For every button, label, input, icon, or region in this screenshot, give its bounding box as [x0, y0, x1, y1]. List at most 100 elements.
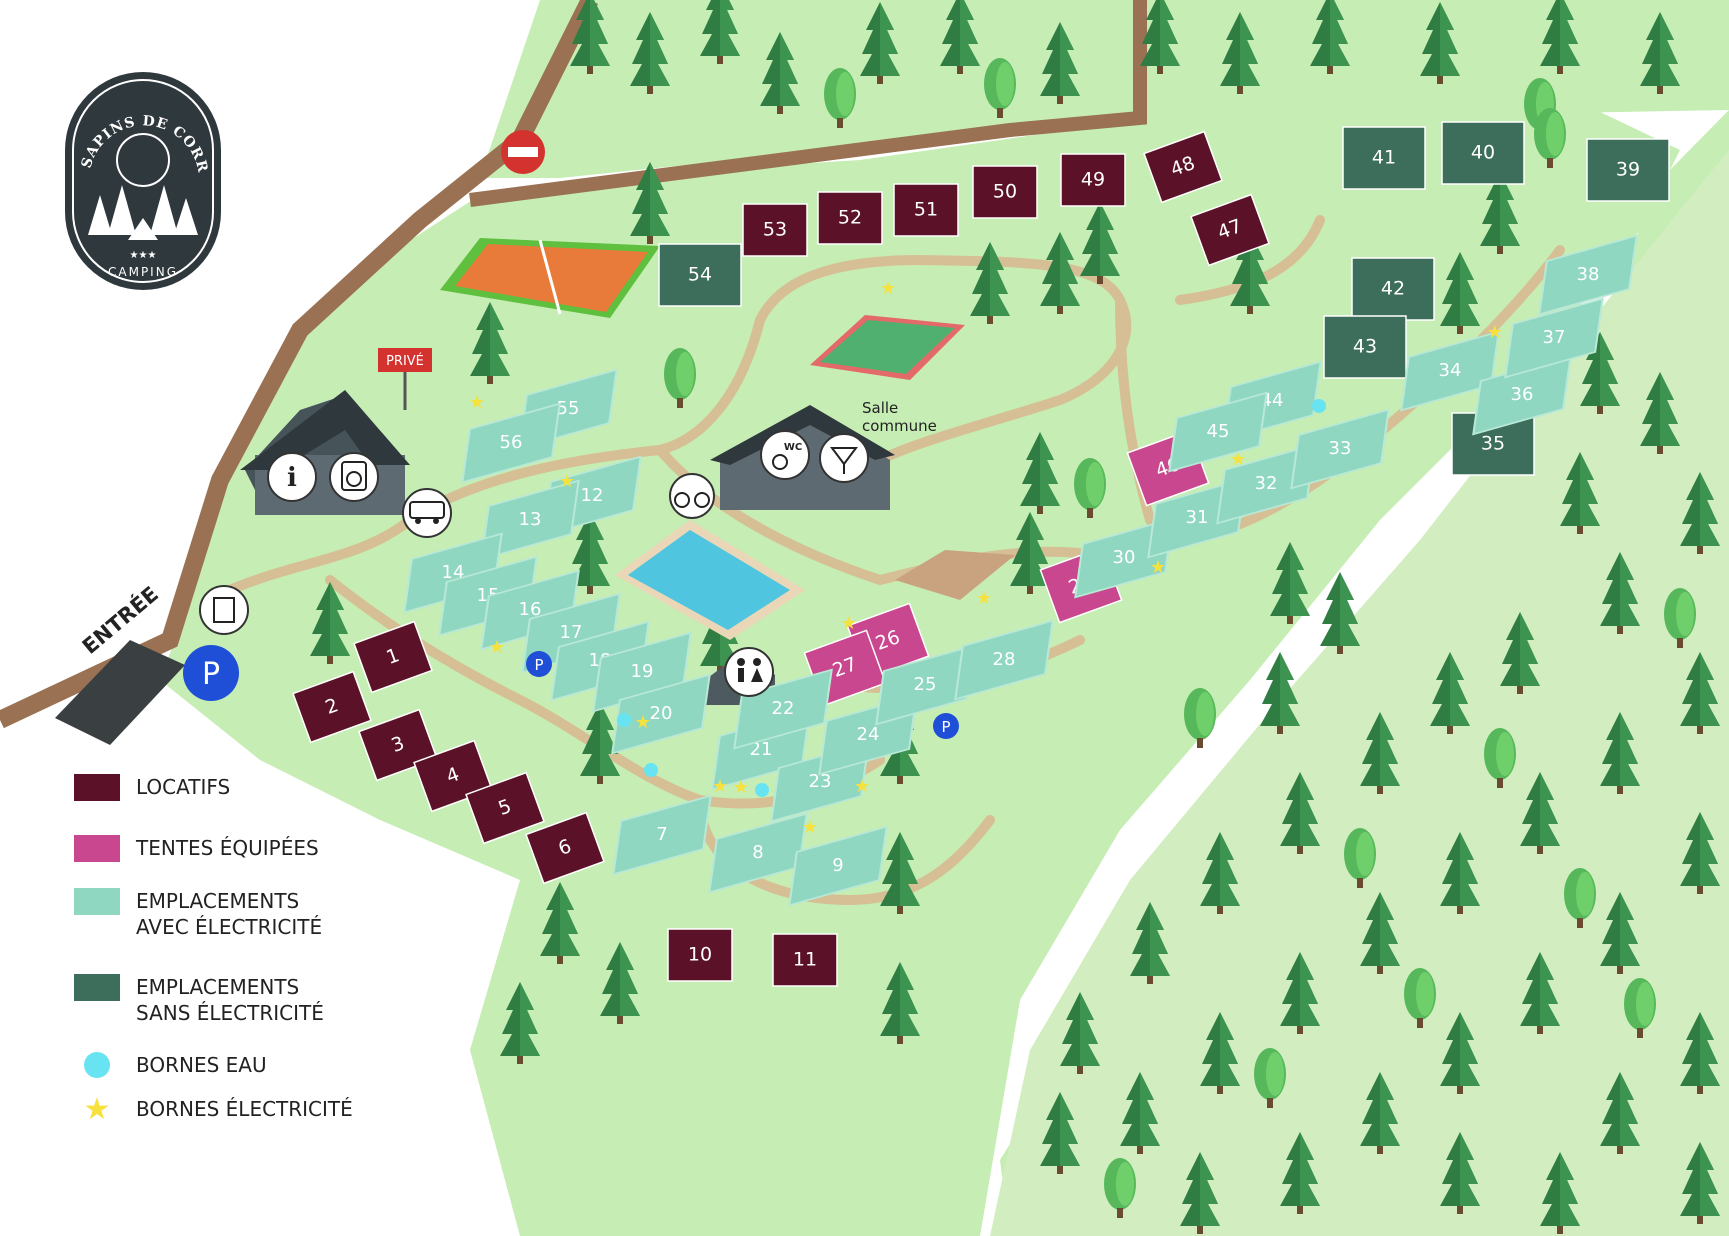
lot-number: 16	[519, 599, 542, 620]
parking-icon[interactable]: P	[183, 645, 239, 701]
lot-number: 50	[993, 181, 1017, 203]
lot-shape	[480, 479, 580, 561]
electric-post-icon: ★	[976, 588, 992, 608]
lot-2[interactable]: 2	[292, 670, 372, 744]
lot-40[interactable]: 40	[1441, 121, 1525, 185]
lot-number: 51	[914, 199, 938, 221]
electric-post-icon: ★	[841, 613, 857, 633]
lot-38[interactable]: 38	[1538, 234, 1638, 316]
lot-11[interactable]: 11	[772, 933, 838, 987]
lot-39[interactable]: 39	[1586, 138, 1670, 202]
lot-56[interactable]: 56	[461, 402, 561, 484]
top-road	[469, 0, 1147, 207]
lot-54[interactable]: 54	[658, 243, 742, 307]
lot-number: 40	[1471, 142, 1495, 164]
lot-number: 20	[650, 703, 673, 724]
lot-number: 17	[560, 622, 583, 643]
lot-shape	[292, 670, 372, 744]
electric-post-icon: ★	[880, 278, 896, 298]
lot-22[interactable]: 22	[733, 668, 833, 750]
lot-42[interactable]: 42	[1351, 257, 1435, 321]
lot-shape	[658, 243, 742, 307]
lot-7[interactable]: 7	[612, 794, 712, 876]
toilets-icon[interactable]	[724, 647, 774, 697]
lot-10[interactable]: 10	[667, 928, 733, 982]
lot-shape	[353, 620, 433, 694]
lot-shape	[611, 673, 711, 755]
petanque-ground	[895, 550, 1015, 600]
lot-9[interactable]: 9	[788, 825, 888, 907]
lot-number: 39	[1616, 159, 1640, 181]
lot-number: 23	[809, 771, 832, 792]
legend-item-bornes-electricite: ★BORNES ÉLECTRICITÉ	[74, 1095, 353, 1126]
legend-label: EMPLACEMENTS SANS ÉLECTRICITÉ	[136, 975, 324, 1025]
lot-34[interactable]: 34	[1400, 330, 1500, 412]
lot-49[interactable]: 49	[1060, 153, 1126, 207]
laundry-icon[interactable]	[329, 452, 379, 502]
lot-shape	[788, 825, 888, 907]
lot-number: 43	[1353, 336, 1377, 358]
lot-shape	[708, 812, 808, 894]
lot-33[interactable]: 33	[1290, 408, 1390, 490]
lot-51[interactable]: 51	[893, 183, 959, 237]
lot-48[interactable]: 48	[1143, 130, 1223, 204]
bicycle-icon[interactable]	[669, 473, 715, 519]
lot-52[interactable]: 52	[817, 191, 883, 245]
lot-number: 21	[750, 739, 773, 760]
lot-41[interactable]: 41	[1342, 126, 1426, 190]
lot-shape	[1168, 391, 1268, 473]
electric-post-icon: ★	[854, 776, 870, 796]
lot-17[interactable]: 17	[521, 592, 621, 674]
lot-20[interactable]: 20	[611, 673, 711, 755]
legend-marker	[74, 835, 120, 862]
lot-45[interactable]: 45	[1168, 391, 1268, 473]
legend-item-sans-electricite: EMPLACEMENTS SANS ÉLECTRICITÉ	[74, 974, 353, 1026]
svg-text:P: P	[202, 657, 220, 692]
recycling-bin-icon[interactable]	[199, 585, 249, 635]
lot-37[interactable]: 37	[1504, 297, 1604, 379]
swimming-pool	[615, 520, 805, 640]
parking-icon[interactable]: P	[933, 713, 959, 739]
lot-shape	[893, 183, 959, 237]
info-icon[interactable]: i	[267, 452, 317, 502]
lot-number: 56	[500, 432, 523, 453]
lot-6[interactable]: 6	[525, 811, 605, 885]
lot-number: 52	[838, 207, 862, 229]
lot-16[interactable]: 16	[480, 569, 580, 651]
lot-36[interactable]: 36	[1472, 354, 1572, 436]
no-entry-icon	[501, 130, 545, 174]
lot-number: 33	[1329, 438, 1352, 459]
lot-28[interactable]: 28	[954, 619, 1054, 701]
lot-8[interactable]: 8	[708, 812, 808, 894]
lot-47[interactable]: 47	[1190, 193, 1270, 267]
lot-53[interactable]: 53	[742, 203, 808, 257]
lot-number: 38	[1577, 264, 1600, 285]
lot-shape	[954, 619, 1054, 701]
electric-post-icon: ★	[1230, 449, 1246, 469]
legend-marker	[74, 974, 120, 1001]
lot-number: 11	[793, 949, 817, 971]
lot-number: 54	[688, 264, 712, 286]
lot-shape	[480, 569, 580, 651]
wc-icon[interactable]: WC	[760, 430, 810, 480]
lot-shape	[461, 402, 561, 484]
lot-number: 34	[1439, 360, 1462, 381]
salle-commune-line: commune	[862, 417, 937, 435]
lot-shape	[1351, 257, 1435, 321]
electric-post-icon: ★	[469, 392, 485, 412]
lot-1[interactable]: 1	[353, 620, 433, 694]
lot-number: 49	[1081, 169, 1105, 191]
bar-icon[interactable]	[819, 433, 869, 483]
lot-13[interactable]: 13	[480, 479, 580, 561]
lot-50[interactable]: 50	[972, 165, 1038, 219]
camper-van-icon[interactable]	[402, 488, 452, 538]
legend-label: EMPLACEMENTS AVEC ÉLECTRICITÉ	[136, 889, 323, 939]
lot-shape	[972, 165, 1038, 219]
water-post-icon	[755, 783, 769, 797]
lot-5[interactable]: 5	[465, 771, 545, 845]
parking-icon[interactable]: P	[526, 651, 552, 677]
svg-text:P: P	[941, 718, 950, 736]
lot-43[interactable]: 43	[1323, 315, 1407, 379]
legend-label: LOCATIFS	[136, 775, 231, 799]
